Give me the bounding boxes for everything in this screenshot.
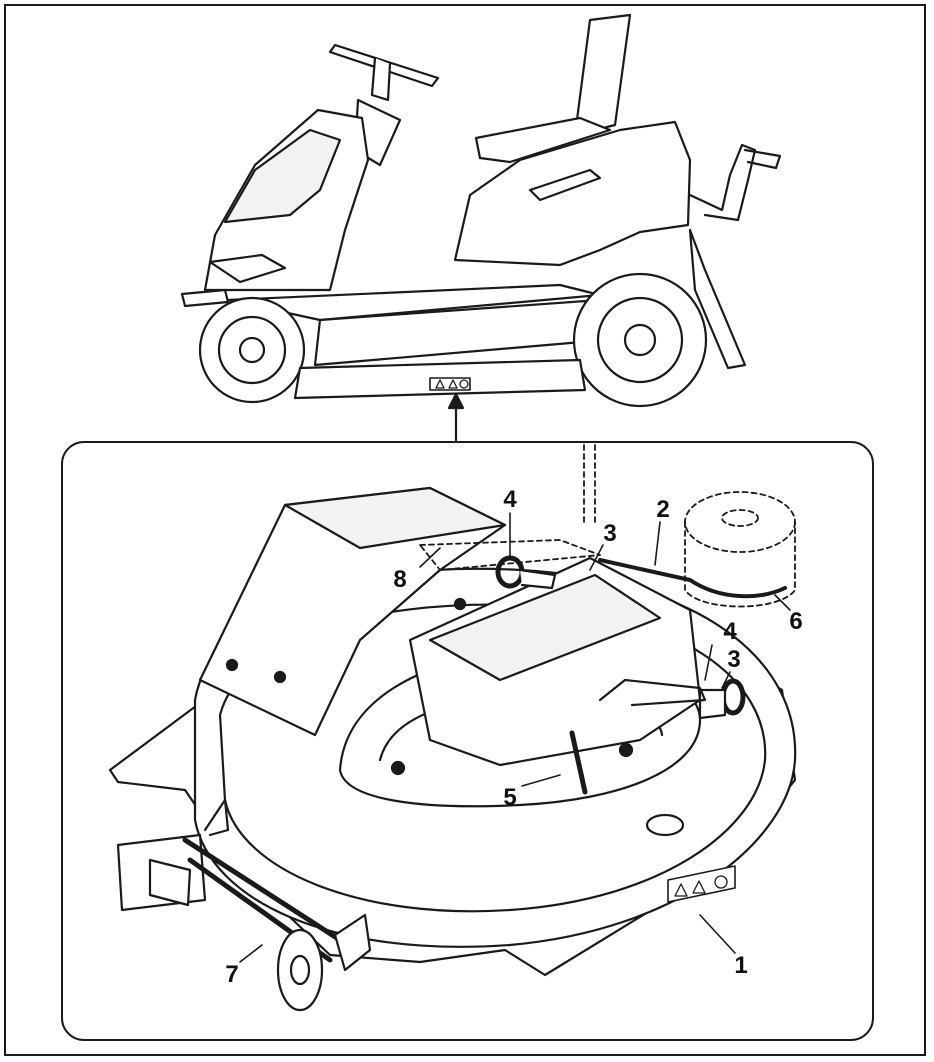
pointer-arrow-icon [447, 392, 465, 442]
callout-6: 6 [789, 608, 803, 635]
callout-5: 5 [503, 784, 517, 811]
detail-panel [61, 441, 874, 1041]
callout-4-upper: 4 [503, 486, 517, 513]
callout-3-right: 3 [727, 646, 741, 673]
callout-3-upper: 3 [603, 520, 617, 547]
callout-1: 1 [734, 952, 748, 979]
warning-decal-icon [435, 379, 728, 897]
callout-2: 2 [656, 496, 670, 523]
figure-frame [4, 4, 926, 1056]
callout-4-right: 4 [723, 618, 737, 645]
ride-on-mower-icon [180, 13, 782, 408]
mower-deck-icon [108, 444, 797, 1012]
callout-7: 7 [225, 961, 239, 988]
callout-8: 8 [393, 566, 407, 593]
